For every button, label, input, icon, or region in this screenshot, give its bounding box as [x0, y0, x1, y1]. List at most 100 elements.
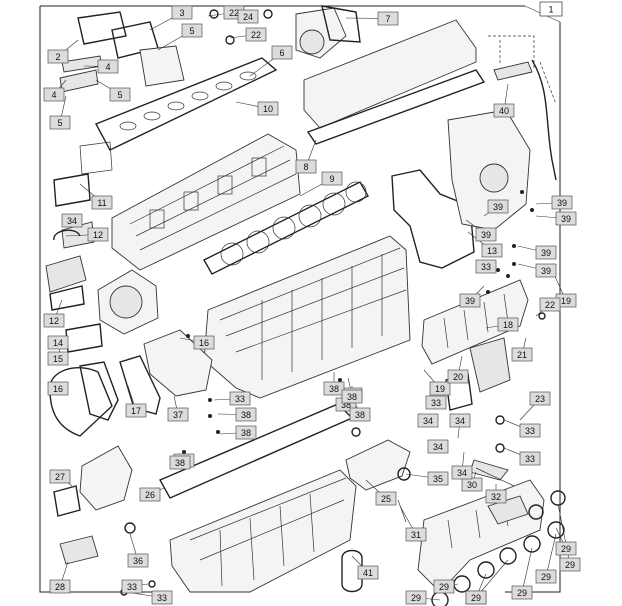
callout-number: 33 [235, 394, 245, 404]
callout-number: 38 [241, 428, 251, 438]
callout-number: 18 [503, 320, 513, 330]
callout-number: 36 [133, 556, 143, 566]
callout-9: 9 [321, 171, 343, 186]
callout-number: 12 [93, 230, 103, 240]
callout-5: 5 [109, 87, 131, 102]
callout-number: 38 [355, 410, 365, 420]
callout-21: 21 [511, 347, 533, 362]
callout-33: 33 [519, 423, 541, 438]
callout-38: 38 [323, 381, 345, 396]
callout-number: 25 [381, 494, 391, 504]
callout-number: 38 [241, 410, 251, 420]
engine-block [203, 235, 411, 399]
callout-33: 33 [475, 259, 497, 274]
callout-22: 22 [539, 297, 561, 312]
callout-29: 29 [433, 579, 455, 594]
callout-number: 19 [561, 296, 571, 306]
callout-number: 19 [435, 384, 445, 394]
callout-32: 32 [485, 489, 507, 504]
callout-5: 5 [49, 115, 71, 130]
rear-seal-gasket [49, 367, 113, 437]
callout-29: 29 [511, 585, 533, 600]
callout-number: 21 [517, 350, 527, 360]
callout-2: 2 [47, 49, 69, 64]
callout-39: 39 [459, 293, 481, 308]
callout-number: 27 [55, 472, 65, 482]
callout-31: 31 [405, 527, 427, 542]
callout-number: 16 [53, 384, 63, 394]
callout-29: 29 [465, 590, 487, 605]
callout-5: 5 [181, 23, 203, 38]
callout-34: 34 [451, 465, 473, 480]
valve-cover-gasket [95, 57, 278, 151]
callout-number: 37 [173, 410, 183, 420]
callout-10: 10 [257, 101, 279, 116]
callout-25: 25 [375, 491, 397, 506]
callout-number: 24 [243, 12, 253, 22]
callout-number: 30 [467, 480, 477, 490]
callout-number: 8 [303, 162, 308, 172]
callout-number: 34 [67, 216, 77, 226]
callout-33: 33 [151, 590, 173, 605]
callout-number: 29 [411, 593, 421, 603]
callout-39: 39 [551, 195, 573, 210]
callout-number: 33 [525, 426, 535, 436]
callout-20: 20 [447, 369, 469, 384]
callout-number: 29 [517, 588, 527, 598]
callout-34: 34 [417, 413, 439, 428]
callout-39: 39 [535, 245, 557, 260]
manifold [421, 279, 529, 365]
callout-27: 27 [49, 469, 71, 484]
callout-number: 29 [439, 582, 449, 592]
callout-12: 12 [43, 313, 65, 328]
callout-number: 22 [229, 8, 239, 18]
callout-13: 13 [481, 243, 503, 258]
callout-number: 4 [51, 90, 56, 100]
callout-7: 7 [377, 11, 399, 26]
callout-30: 30 [461, 477, 483, 492]
callout-number: 34 [433, 442, 443, 452]
callout-39: 39 [535, 263, 557, 278]
callout-number: 23 [535, 394, 545, 404]
callout-number: 29 [565, 560, 575, 570]
callout-number: 16 [199, 338, 209, 348]
callout-41: 41 [357, 565, 379, 580]
callout-number: 4 [105, 62, 110, 72]
callout-number: 13 [487, 246, 497, 256]
callout-33: 33 [121, 579, 143, 594]
callout-38: 38 [169, 455, 191, 470]
callout-19: 19 [429, 381, 451, 396]
callout-38: 38 [235, 425, 257, 440]
callout-number: 40 [499, 106, 509, 116]
callout-15: 15 [47, 351, 69, 366]
callout-number: 22 [251, 30, 261, 40]
callout-29: 29 [535, 569, 557, 584]
oil-pan [169, 469, 357, 593]
callout-39: 39 [555, 211, 577, 226]
callout-kit-label: 1 [539, 1, 563, 17]
callout-16: 16 [193, 335, 215, 350]
callout-number: 9 [329, 174, 334, 184]
callout-34: 34 [427, 439, 449, 454]
callout-number: 10 [263, 104, 273, 114]
callout-number: 26 [145, 490, 155, 500]
callout-number: 34 [455, 416, 465, 426]
callout-28: 28 [49, 579, 71, 594]
svg-text:1: 1 [548, 5, 553, 15]
callout-34: 34 [61, 213, 83, 228]
callout-number: 29 [541, 572, 551, 582]
callout-35: 35 [427, 471, 449, 486]
callout-number: 33 [525, 454, 535, 464]
callout-number: 29 [561, 544, 571, 554]
callout-number: 39 [541, 248, 551, 258]
callout-number: 33 [157, 593, 167, 603]
callout-number: 17 [131, 406, 141, 416]
cover-gasket [77, 11, 127, 45]
callout-14: 14 [47, 335, 69, 350]
head-gasket [203, 181, 369, 275]
callout-29: 29 [405, 590, 427, 605]
callout-number: 28 [55, 582, 65, 592]
rocker-cover [303, 19, 477, 129]
